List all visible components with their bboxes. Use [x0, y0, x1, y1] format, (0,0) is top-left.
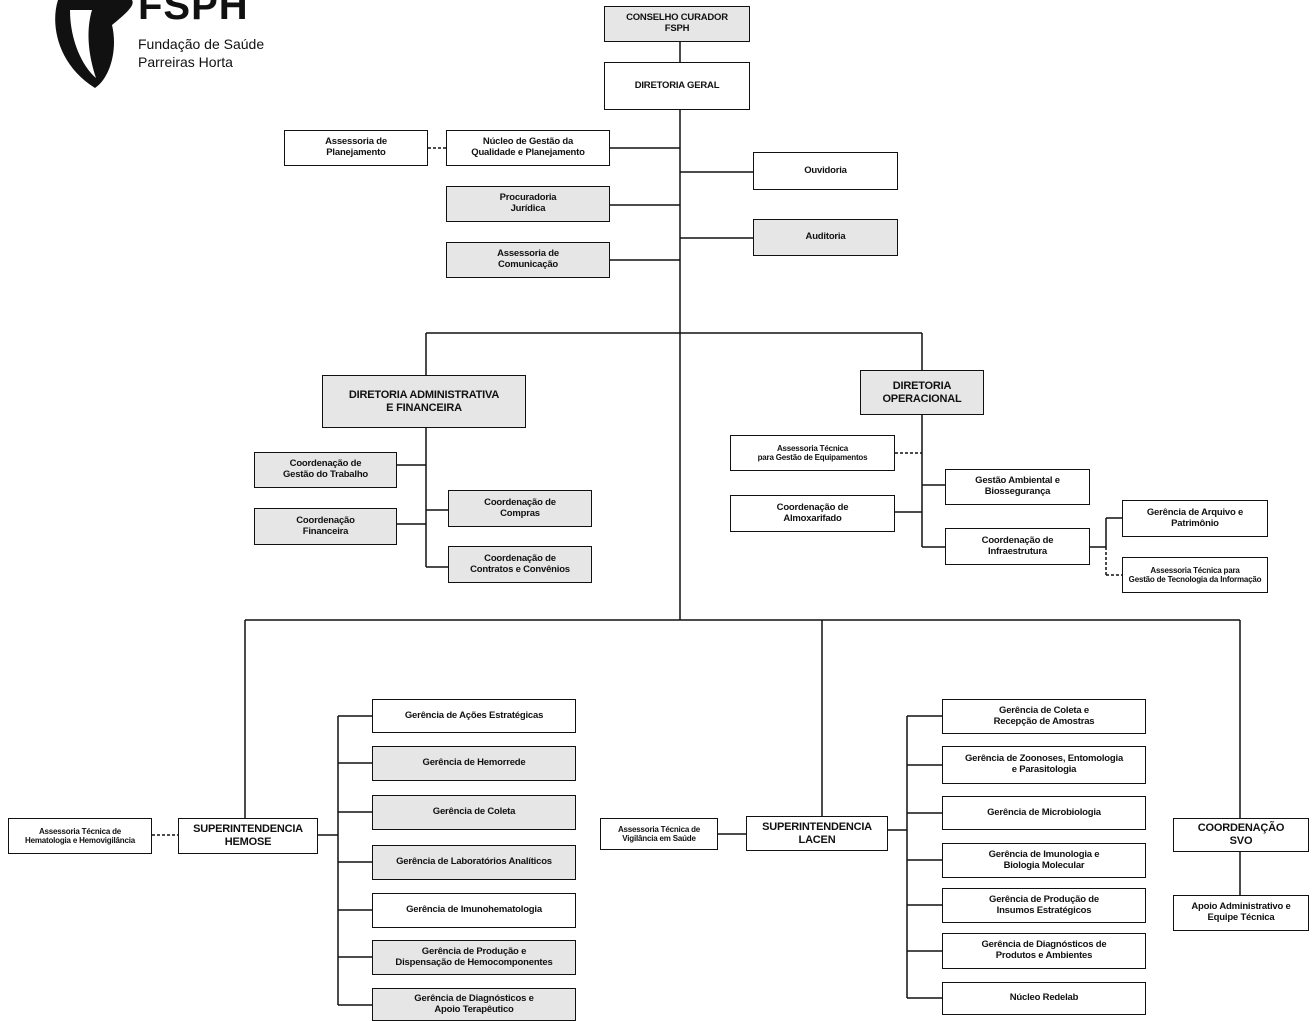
logo-wordmark: FSPH: [138, 0, 249, 28]
node-label: Coordenação de Infraestrutura: [981, 534, 1054, 557]
node-ger-microbiologia: Gerência de Microbiologia: [942, 796, 1146, 830]
node-gerencia-arquivo: Gerência de Arquivo e Patrimônio: [1122, 500, 1268, 537]
node-label: Gerência de Coleta: [432, 806, 516, 818]
node-assessoria-equipamentos: Assessoria Técnica para Gestão de Equipa…: [730, 435, 895, 471]
node-label: SUPERINTENDENCIA HEMOSE: [193, 823, 303, 848]
logo-line-1: Fundação de Saúde: [138, 36, 265, 52]
node-label: Assessoria Técnica de Hematologia e Hemo…: [25, 826, 135, 845]
node-diretoria-operacional: DIRETORIA OPERACIONAL: [860, 370, 984, 415]
node-nucleo-gestao-qualidade: Núcleo de Gestão da Qualidade e Planejam…: [446, 130, 610, 166]
node-label: Auditoria: [805, 231, 846, 243]
node-assessoria-ti: Assessoria Técnica para Gestão de Tecnol…: [1122, 557, 1268, 593]
node-nucleo-redelab: Núcleo Redelab: [942, 982, 1146, 1015]
node-label: Assessoria de Planejamento: [325, 136, 387, 158]
node-assessoria-hematologia: Assessoria Técnica de Hematologia e Hemo…: [8, 818, 152, 854]
node-label: Assessoria Técnica para Gestão de Tecnol…: [1128, 565, 1262, 584]
node-label: Gerência de Produção e Dispensação de He…: [395, 945, 553, 968]
node-label: Coordenação de Gestão do Trabalho: [282, 458, 369, 480]
node-label: Coordenação Financeira: [296, 514, 355, 537]
node-label: Assessoria de Comunicação: [497, 248, 559, 270]
node-diretoria-geral: DIRETORIA GERAL: [604, 62, 750, 110]
node-ger-acoes-estrategicas: Gerência de Ações Estratégicas: [372, 699, 576, 733]
node-ouvidoria: Ouvidoria: [753, 152, 898, 190]
logo-mark-icon: [55, 0, 133, 88]
node-label: Gerência de Laboratórios Analíticos: [396, 856, 552, 868]
node-ger-zoonoses: Gerência de Zoonoses, Entomologia e Para…: [942, 746, 1146, 784]
node-ger-coleta: Gerência de Coleta: [372, 795, 576, 830]
node-superintendencia-lacen: SUPERINTENDENCIA LACEN: [746, 816, 888, 851]
node-coord-almoxarifado: Coordenação de Almoxarifado: [730, 495, 895, 532]
node-assessoria-planejamento: Assessoria de Planejamento: [284, 130, 428, 166]
node-ger-insumos: Gerência de Produção de Insumos Estratég…: [942, 888, 1146, 923]
node-gestao-ambiental: Gestão Ambiental e Biossegurança: [945, 469, 1090, 505]
node-label: Coordenação de Almoxarifado: [776, 501, 849, 524]
node-label: Ouvidoria: [804, 164, 847, 176]
node-assessoria-comunicacao: Assessoria de Comunicação: [446, 242, 610, 278]
node-label: Gerência de Diagnósticos e Apoio Terapêu…: [414, 992, 534, 1015]
node-procuradoria-juridica: Procuradoria Jurídica: [446, 186, 610, 222]
node-label: Coordenação de Contratos e Convênios: [470, 552, 570, 575]
node-label: Gerência de Coleta e Recepção de Amostra…: [993, 704, 1095, 727]
node-conselho-curador: CONSELHO CURADOR FSPH: [604, 6, 750, 42]
node-coord-infraestrutura: Coordenação de Infraestrutura: [945, 528, 1090, 565]
node-label: SUPERINTENDENCIA LACEN: [762, 820, 872, 846]
node-label: Gerência de Diagnósticos de Produtos e A…: [981, 939, 1107, 961]
node-coordenacao-svo: COORDENAÇÃO SVO: [1173, 818, 1309, 852]
node-assessoria-vigilancia: Assessoria Técnica de Vigilância em Saúd…: [600, 818, 718, 850]
node-ger-hemorrede: Gerência de Hemorrede: [372, 746, 576, 781]
node-label: DIRETORIA GERAL: [634, 79, 720, 91]
node-label: Assessoria Técnica de Vigilância em Saúd…: [617, 824, 701, 843]
node-label: CONSELHO CURADOR FSPH: [626, 12, 728, 34]
node-label: Gerência de Ações Estratégicas: [404, 709, 544, 721]
node-label: Apoio Administrativo e Equipe Técnica: [1191, 901, 1291, 923]
node-auditoria: Auditoria: [753, 219, 898, 256]
node-label: Coordenação de Compras: [484, 496, 556, 519]
node-label: Gerência de Hemorrede: [422, 757, 526, 769]
node-label: DIRETORIA ADMINISTRATIVA E FINANCEIRA: [348, 388, 500, 414]
node-label: Gestão Ambiental e Biossegurança: [975, 475, 1060, 497]
node-label: Gerência de Microbiologia: [987, 806, 1101, 818]
node-coord-gestao-trabalho: Coordenação de Gestão do Trabalho: [254, 452, 397, 488]
node-label: Assessoria Técnica para Gestão de Equipa…: [757, 443, 868, 462]
node-ger-producao-hemocomponentes: Gerência de Produção e Dispensação de He…: [372, 940, 576, 975]
node-apoio-administrativo: Apoio Administrativo e Equipe Técnica: [1173, 895, 1309, 931]
fsph-logo: FSPH Fundação de Saúde Parreiras Horta: [30, 0, 280, 100]
node-ger-laboratorios: Gerência de Laboratórios Analíticos: [372, 845, 576, 880]
node-label: Gerência de Imunohematologia: [406, 904, 542, 916]
node-ger-diagnosticos-apoio: Gerência de Diagnósticos e Apoio Terapêu…: [372, 988, 576, 1021]
node-ger-coleta-amostras: Gerência de Coleta e Recepção de Amostra…: [942, 699, 1146, 734]
node-label: DIRETORIA OPERACIONAL: [882, 379, 962, 405]
node-label: Gerência de Arquivo e Patrimônio: [1146, 506, 1244, 529]
node-diretoria-administrativa: DIRETORIA ADMINISTRATIVA E FINANCEIRA: [322, 375, 526, 428]
node-label: Gerência de Zoonoses, Entomologia e Para…: [964, 753, 1124, 775]
node-coord-contratos: Coordenação de Contratos e Convênios: [448, 546, 592, 583]
logo-line-2: Parreiras Horta: [138, 54, 233, 70]
node-label: Núcleo de Gestão da Qualidade e Planejam…: [471, 136, 585, 158]
node-label: Procuradoria Jurídica: [499, 192, 557, 214]
node-ger-diag-produtos: Gerência de Diagnósticos de Produtos e A…: [942, 933, 1146, 969]
node-label: Núcleo Redelab: [1009, 992, 1079, 1004]
node-label: Gerência de Imunologia e Biologia Molecu…: [988, 848, 1100, 871]
node-coord-financeira: Coordenação Financeira: [254, 508, 397, 545]
node-label: Gerência de Produção de Insumos Estratég…: [989, 893, 1099, 916]
node-coord-compras: Coordenação de Compras: [448, 490, 592, 527]
node-ger-imunologia: Gerência de Imunologia e Biologia Molecu…: [942, 843, 1146, 878]
node-label: COORDENAÇÃO SVO: [1197, 822, 1285, 847]
node-superintendencia-hemose: SUPERINTENDENCIA HEMOSE: [178, 818, 318, 854]
node-ger-imunohematologia: Gerência de Imunohematologia: [372, 893, 576, 928]
